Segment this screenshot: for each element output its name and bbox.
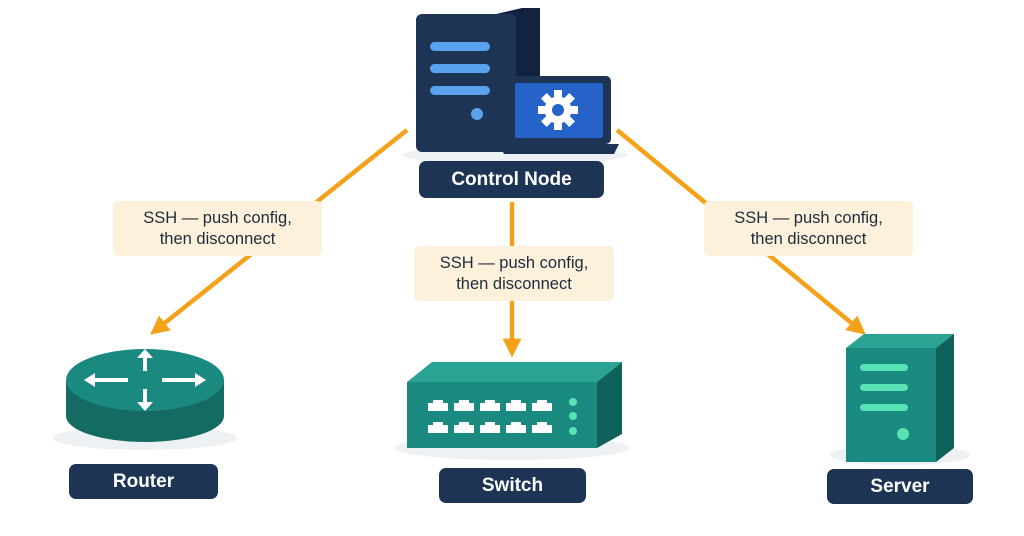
- switch-port-tab: [459, 400, 469, 404]
- switch-port-tab: [511, 422, 521, 426]
- switch-label: Switch: [439, 468, 586, 503]
- switch-port-tab: [485, 400, 495, 404]
- switch-port: [506, 425, 526, 433]
- switch-port: [480, 403, 500, 411]
- switch-port-tab: [433, 422, 443, 426]
- switch-port-tab: [459, 422, 469, 426]
- switch-icon: [407, 362, 622, 448]
- switch-port-tab: [485, 422, 495, 426]
- switch-port: [532, 425, 552, 433]
- switch-port: [454, 403, 474, 411]
- router-icon: [66, 349, 224, 442]
- edge-label-switch-line2: then disconnect: [456, 274, 572, 293]
- switch-port-tab: [537, 400, 547, 404]
- control-node-label: Control Node: [419, 161, 604, 198]
- server-label: Server: [827, 469, 973, 504]
- switch-port: [480, 425, 500, 433]
- edge-label-router: SSH — push config, then disconnect: [113, 201, 322, 256]
- switch-port: [428, 403, 448, 411]
- router-label: Router: [69, 464, 218, 499]
- server-icon: [846, 334, 954, 462]
- edge-label-server: SSH — push config, then disconnect: [704, 201, 913, 256]
- switch-port: [532, 403, 552, 411]
- switch-port-tab: [537, 422, 547, 426]
- switch-port: [428, 425, 448, 433]
- control-tower-icon: [416, 8, 540, 152]
- edge-label-server-line2: then disconnect: [750, 229, 867, 248]
- gear-icon: [538, 90, 578, 130]
- switch-port-tab: [511, 400, 521, 404]
- switch-port: [506, 403, 526, 411]
- switch-ports: [428, 400, 552, 433]
- edge-label-server-line1: SSH — push config,: [734, 208, 883, 227]
- edge-label-router-line2: then disconnect: [159, 229, 276, 248]
- edge-label-switch: SSH — push config, then disconnect: [414, 246, 614, 301]
- switch-port-tab: [433, 400, 443, 404]
- switch-port: [454, 425, 474, 433]
- control-laptop-icon: [499, 76, 619, 154]
- edge-label-switch-line1: SSH — push config,: [439, 253, 589, 272]
- edge-label-router-line1: SSH — push config,: [143, 208, 292, 227]
